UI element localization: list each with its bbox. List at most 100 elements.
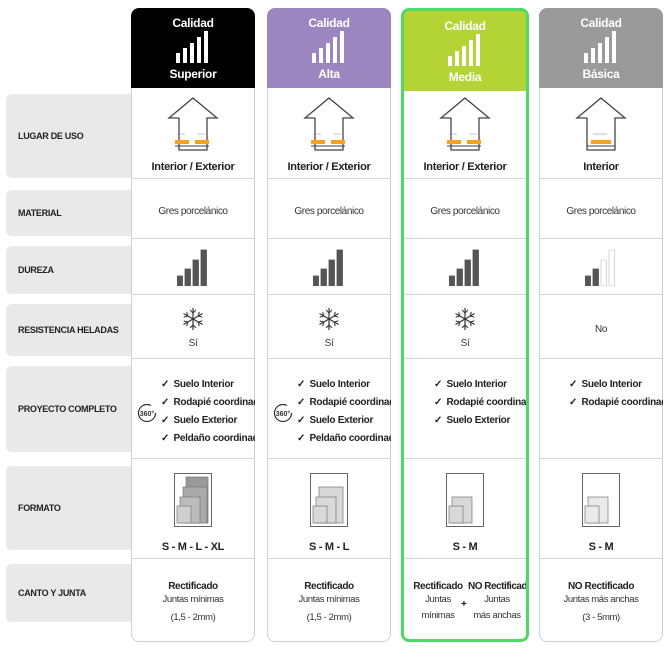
house-icon	[303, 97, 355, 151]
row-divider	[131, 294, 255, 295]
material-value: Gres porcelánico	[158, 206, 228, 217]
row-divider	[267, 178, 391, 179]
heladas-value: Sí	[460, 338, 470, 349]
check-icon: ✓	[161, 415, 170, 426]
proyecto-checklist: ✓ Suelo Interior✓ Rodapié coordinado✓ Su…	[161, 376, 255, 448]
check-icon: ✓	[434, 397, 443, 408]
bars-quality-icon	[176, 31, 208, 63]
dureza-bars-icon	[449, 249, 479, 286]
proyecto-item: ✓ Rodapié coordinado	[569, 394, 663, 412]
check-icon: ✓	[434, 379, 443, 390]
check-icon: ✓	[297, 415, 306, 426]
lugar-value: Interior / Exterior	[151, 161, 235, 173]
quality-header: Calidad Alta	[267, 8, 391, 88]
row-divider	[131, 238, 255, 239]
row-label-heladas: RESISTENCIA HELADAS	[6, 304, 132, 356]
material-value: Gres porcelánico	[294, 206, 364, 217]
check-icon: ✓	[297, 379, 306, 390]
lugar-value: Interior	[583, 161, 619, 173]
proyecto-checklist: ✓ Suelo Interior✓ Rodapié coordinado✓ Su…	[297, 376, 391, 448]
proyecto-checklist: ✓ Suelo Interior✓ Rodapié coordinado	[569, 376, 663, 412]
row-divider	[539, 294, 663, 295]
bars-quality-icon	[448, 34, 480, 66]
formato-value: S - M - L - XL	[161, 541, 225, 553]
rotate-360-icon: 360°	[137, 403, 157, 423]
tile-format-icon	[582, 473, 620, 527]
row-divider	[539, 178, 663, 179]
row-divider	[539, 558, 663, 559]
row-label-formato: FORMATO	[6, 466, 132, 550]
proyecto-item: ✓ Rodapié coordinado	[161, 394, 255, 412]
bars-quality-icon	[312, 31, 344, 63]
row-label-dureza: DUREZA	[6, 246, 132, 294]
row-divider	[404, 178, 526, 179]
row-divider	[404, 558, 526, 559]
row-divider	[267, 558, 391, 559]
row-divider	[267, 238, 391, 239]
row-divider	[539, 458, 663, 459]
proyecto-item: ✓ Peldaño coordinado	[297, 430, 391, 448]
quality-header: Calidad Básica	[539, 8, 663, 88]
row-divider	[539, 238, 663, 239]
dureza-bars-icon	[177, 249, 207, 286]
tile-format-icon	[446, 473, 484, 527]
lugar-value: Interior / Exterior	[287, 161, 371, 173]
material-value: Gres porcelánico	[566, 206, 636, 217]
proyecto-item: ✓ Suelo Interior	[161, 376, 255, 394]
row-divider	[267, 358, 391, 359]
dureza-bars-icon	[313, 249, 343, 286]
check-icon: ✓	[434, 415, 443, 426]
row-label-proyecto: PROYECTO COMPLETO	[6, 366, 132, 452]
snowflake-icon	[455, 308, 475, 330]
check-icon: ✓	[161, 397, 170, 408]
tile-format-icon	[174, 473, 212, 527]
row-divider	[131, 558, 255, 559]
svg-text:360°: 360°	[140, 410, 155, 418]
proyecto-item: ✓ Rodapié coordinado	[297, 394, 391, 412]
quality-label: Calidad	[172, 16, 214, 30]
row-label-material: MATERIAL	[6, 190, 132, 236]
canto-right: NO Rectificado Juntas más anchas	[468, 581, 529, 621]
quality-label: Calidad	[444, 19, 486, 33]
quality-header: Calidad Superior	[131, 8, 255, 88]
column-body	[404, 91, 526, 639]
heladas-value: No	[595, 324, 607, 335]
house-icon	[575, 97, 627, 151]
proyecto-item: ✓ Suelo Interior	[434, 376, 526, 394]
canto-value: NO Rectificado Juntas más anchas (3 - 5m…	[563, 581, 639, 623]
row-divider	[131, 358, 255, 359]
lugar-value: Interior / Exterior	[423, 161, 507, 173]
check-icon: ✓	[161, 433, 170, 444]
proyecto-item: ✓ Peldaño coordinado	[161, 430, 255, 448]
snowflake-icon	[319, 308, 339, 330]
proyecto-item: ✓ Suelo Exterior	[297, 412, 391, 430]
column-body	[267, 88, 391, 642]
row-divider	[131, 178, 255, 179]
proyecto-item: ✓ Rodapié coordinado	[434, 394, 526, 412]
check-icon: ✓	[161, 379, 170, 390]
quality-label: Calidad	[308, 16, 350, 30]
heladas-value: Sí	[188, 338, 198, 349]
snowflake-icon	[183, 308, 203, 330]
proyecto-checklist: ✓ Suelo Interior✓ Rodapié coordinado✓ Su…	[434, 376, 526, 430]
quality-level: Superior	[169, 67, 217, 81]
rotate-360-icon: 360°	[273, 403, 293, 423]
quality-level: Básica	[582, 67, 620, 81]
row-divider	[267, 294, 391, 295]
row-divider	[404, 294, 526, 295]
tile-format-icon	[310, 473, 348, 527]
row-divider	[267, 458, 391, 459]
house-icon	[167, 97, 219, 151]
check-icon: ✓	[569, 379, 578, 390]
row-divider	[404, 238, 526, 239]
canto-value: Rectificado Juntas mínimas (1,5 - 2mm)	[298, 581, 360, 623]
row-divider	[131, 458, 255, 459]
quality-header: Calidad Media	[404, 11, 526, 91]
check-icon: ✓	[297, 433, 306, 444]
row-divider	[539, 358, 663, 359]
svg-text:360°: 360°	[276, 410, 291, 418]
